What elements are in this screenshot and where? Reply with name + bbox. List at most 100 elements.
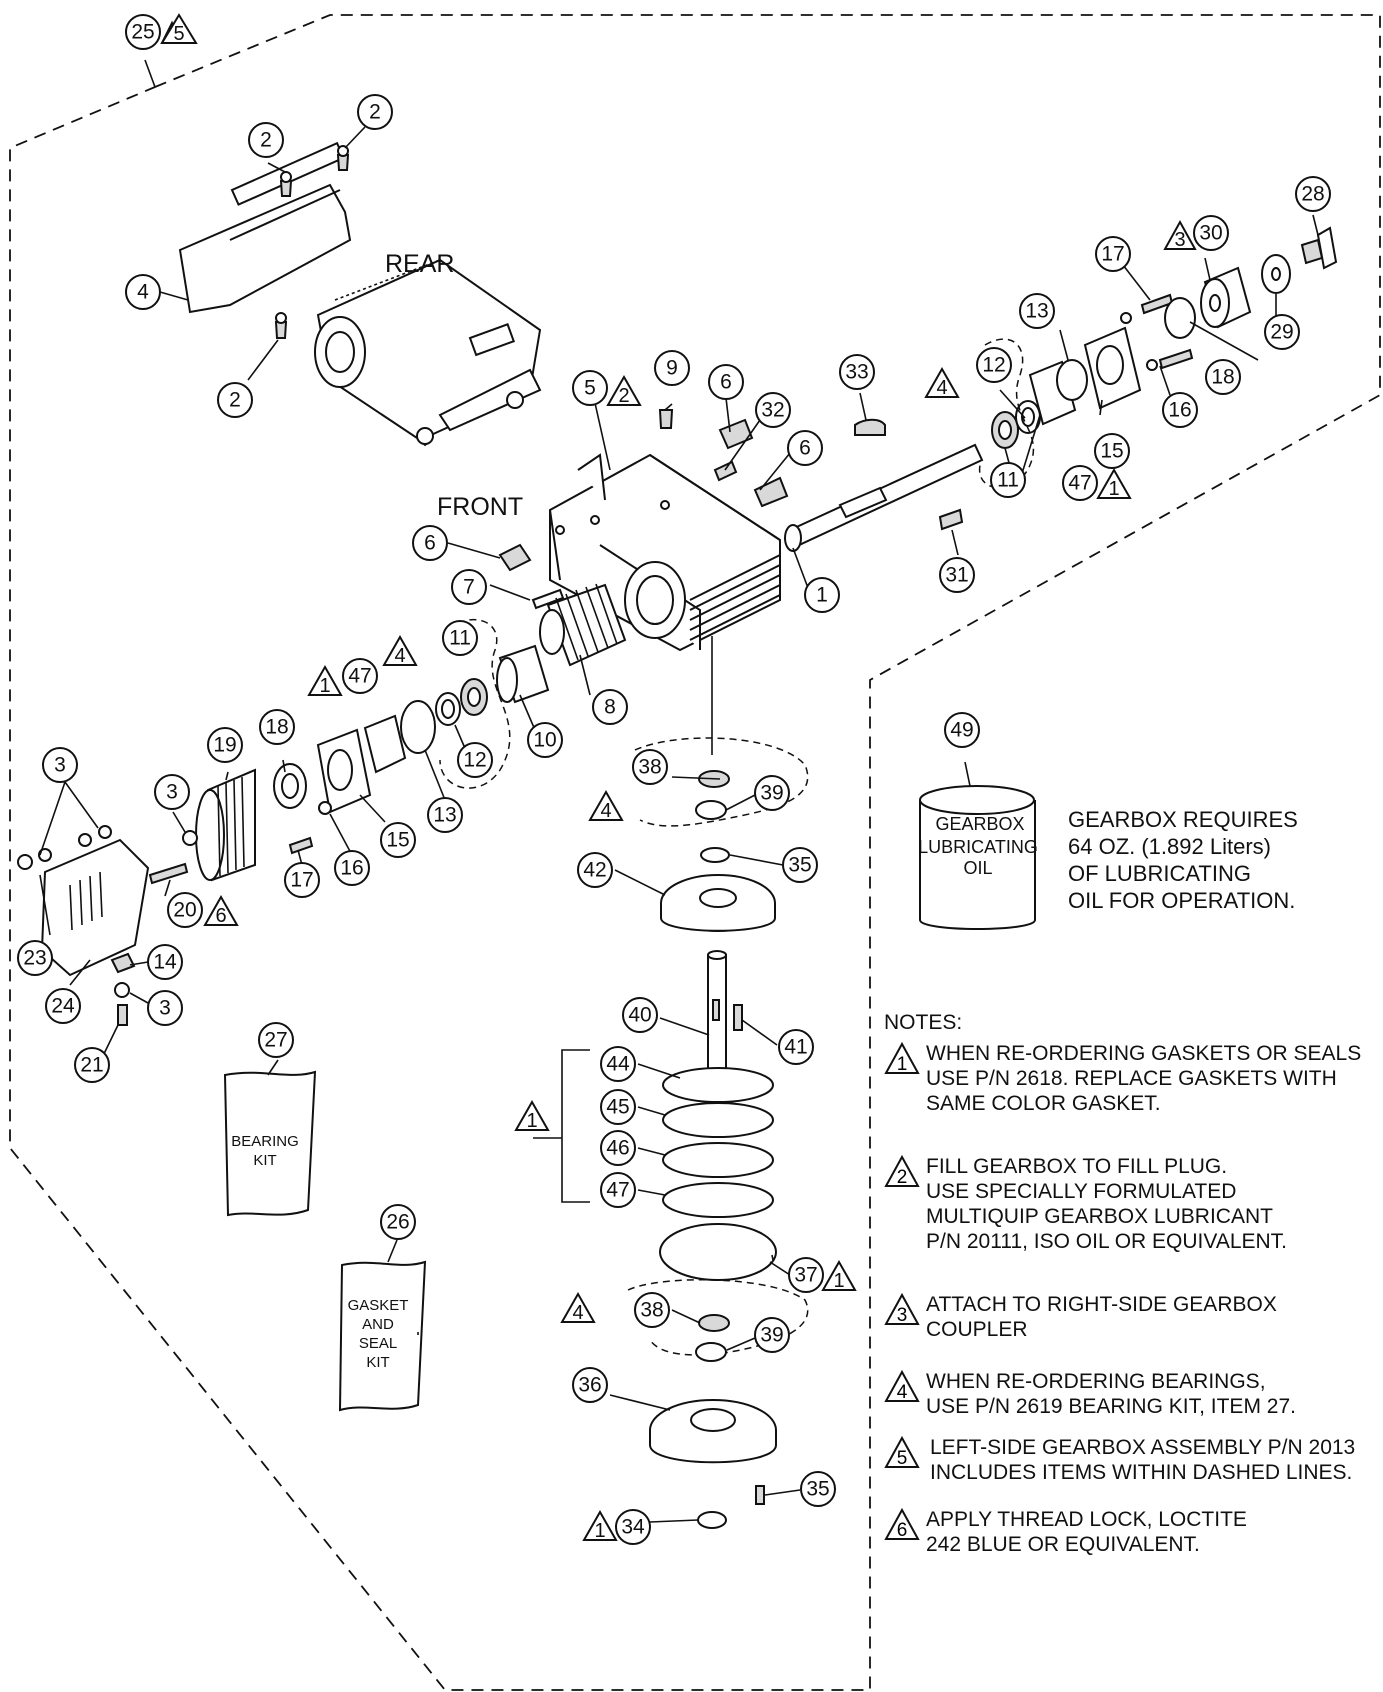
callout-7: 7 (451, 569, 487, 605)
callout-21: 21 (74, 1047, 110, 1083)
note-2: 2 FILL GEARBOX TO FILL PLUG. USE SPECIAL… (884, 1154, 1383, 1254)
callout-29: 29 (1264, 314, 1300, 350)
svg-text:21: 21 (80, 1054, 103, 1077)
tri-4-top-bearing: 4 (588, 789, 624, 822)
oil-seal-right (1164, 297, 1196, 339)
svg-text:5: 5 (897, 1448, 908, 1469)
tri-6-bolt: 6 (203, 894, 239, 927)
seal-34 (697, 1511, 727, 1529)
note-3-line2: COUPLER (926, 1318, 1028, 1341)
svg-text:3: 3 (1174, 229, 1185, 251)
rear-gearbox-housing (178, 141, 542, 447)
tri-5-top: 5 (160, 13, 198, 45)
oil-requirement-line4: OIL FOR OPERATION. (1068, 888, 1296, 913)
callout-44: 44 (600, 1046, 636, 1082)
svg-text:1: 1 (1108, 478, 1119, 500)
svg-text:45: 45 (606, 1096, 629, 1119)
svg-text:1: 1 (526, 1110, 537, 1132)
svg-text:31: 31 (945, 564, 968, 587)
callout-28: 28 (1295, 176, 1331, 212)
svg-text:18: 18 (265, 716, 288, 739)
svg-text:39: 39 (760, 1324, 783, 1347)
callout-40b: 39 (754, 1317, 790, 1353)
svg-text:44: 44 (606, 1053, 630, 1076)
svg-text:18: 18 (1211, 366, 1234, 389)
svg-text:16: 16 (340, 857, 363, 880)
callout-35: 35 (800, 1471, 836, 1507)
callout-13a: 13 (427, 797, 463, 833)
notes-section: NOTES: 1 WHEN RE-ORDERING GASKETS OR SEA… (884, 1010, 1383, 1557)
svg-text:42: 42 (583, 859, 606, 882)
note-1-symbol: 1 (884, 1041, 920, 1075)
bearing-kit-line2: KIT (253, 1152, 276, 1169)
notes-heading: NOTES: (884, 1011, 963, 1034)
callout-47: 47 (600, 1172, 636, 1208)
svg-text:8: 8 (604, 696, 616, 719)
svg-text:16: 16 (1168, 399, 1191, 422)
svg-text:6: 6 (799, 437, 811, 460)
callout-6b: 6 (787, 430, 823, 466)
svg-text:15: 15 (1100, 440, 1123, 463)
gasket-kit-line2: AND (362, 1316, 394, 1333)
svg-text:2: 2 (260, 129, 272, 152)
svg-text:1: 1 (816, 584, 828, 607)
svg-text:11: 11 (997, 469, 1019, 492)
svg-text:20: 20 (173, 899, 196, 922)
rear-label: REAR (385, 250, 454, 278)
gasket-kit-bag: GASKET AND SEAL KIT (338, 1260, 427, 1412)
callout-30: 30 (1193, 215, 1229, 251)
note-1-line2: USE P/N 2618. REPLACE GASKETS WITH (926, 1067, 1337, 1090)
note-5-symbol: 5 (884, 1435, 920, 1469)
snap-ring-36 (700, 847, 730, 863)
callout-3a: 3 (42, 747, 78, 783)
tri-1-left: 1 (307, 664, 343, 697)
svg-text:40: 40 (628, 1004, 651, 1027)
bearing-cup (496, 644, 550, 704)
bearing-flange-right (1083, 326, 1142, 410)
grease-fitting-group (274, 145, 350, 339)
output-shaft (707, 950, 727, 1096)
oil-can-line3: OIL (963, 858, 992, 878)
bolt-17-left (288, 836, 314, 855)
callout-38: 37 (788, 1257, 824, 1293)
callout-1a: 1 (804, 577, 840, 613)
bottom-cover (649, 1399, 777, 1464)
callout-16b: 16 (1162, 392, 1198, 428)
callout-8: 8 (592, 689, 628, 725)
o-ring-left (400, 700, 436, 754)
note-4-line2: USE P/N 2619 BEARING KIT, ITEM 27. (926, 1395, 1296, 1418)
svg-text:38: 38 (640, 1299, 663, 1322)
svg-text:29: 29 (1270, 321, 1293, 344)
gasket-kit-line1: GASKET (348, 1297, 409, 1314)
svg-text:47: 47 (348, 665, 371, 688)
note-4-line1: WHEN RE-ORDERING BEARINGS, (926, 1370, 1266, 1393)
svg-text:3: 3 (54, 754, 66, 777)
gasket-kit-line3: SEAL (359, 1335, 397, 1352)
callout-10: 10 (527, 722, 563, 758)
callout-6a: 6 (708, 364, 744, 400)
note-2-line4: P/N 20111, ISO OIL OR EQUIVALENT. (926, 1230, 1288, 1253)
callout-12b: 12 (976, 347, 1012, 383)
callout-26: 26 (380, 1204, 416, 1240)
svg-text:24: 24 (51, 995, 75, 1018)
callout-9: 9 (654, 350, 690, 386)
gasket-left (363, 714, 407, 774)
svg-text:4: 4 (897, 1382, 908, 1403)
svg-text:4: 4 (936, 377, 947, 399)
callout-13b: 13 (1019, 293, 1055, 329)
gasket-kit-line4: KIT (366, 1354, 389, 1371)
note-6: 6 APPLY THREAD LOCK, LOCTITE 242 BLUE OR… (884, 1507, 1383, 1557)
svg-text:13: 13 (433, 804, 456, 827)
svg-text:38: 38 (638, 756, 661, 779)
callout-18a: 18 (259, 709, 295, 745)
worm-shaft (784, 443, 984, 552)
callout-3c: 3 (147, 990, 183, 1026)
svg-text:2: 2 (897, 1167, 908, 1188)
callout-48a: 47 (342, 658, 378, 694)
svg-text:46: 46 (606, 1137, 629, 1160)
svg-text:15: 15 (386, 829, 409, 852)
svg-text:10: 10 (533, 729, 556, 752)
callout-18b: 18 (1205, 359, 1241, 395)
svg-text:34: 34 (621, 1516, 645, 1539)
callout-24: 24 (45, 988, 81, 1024)
